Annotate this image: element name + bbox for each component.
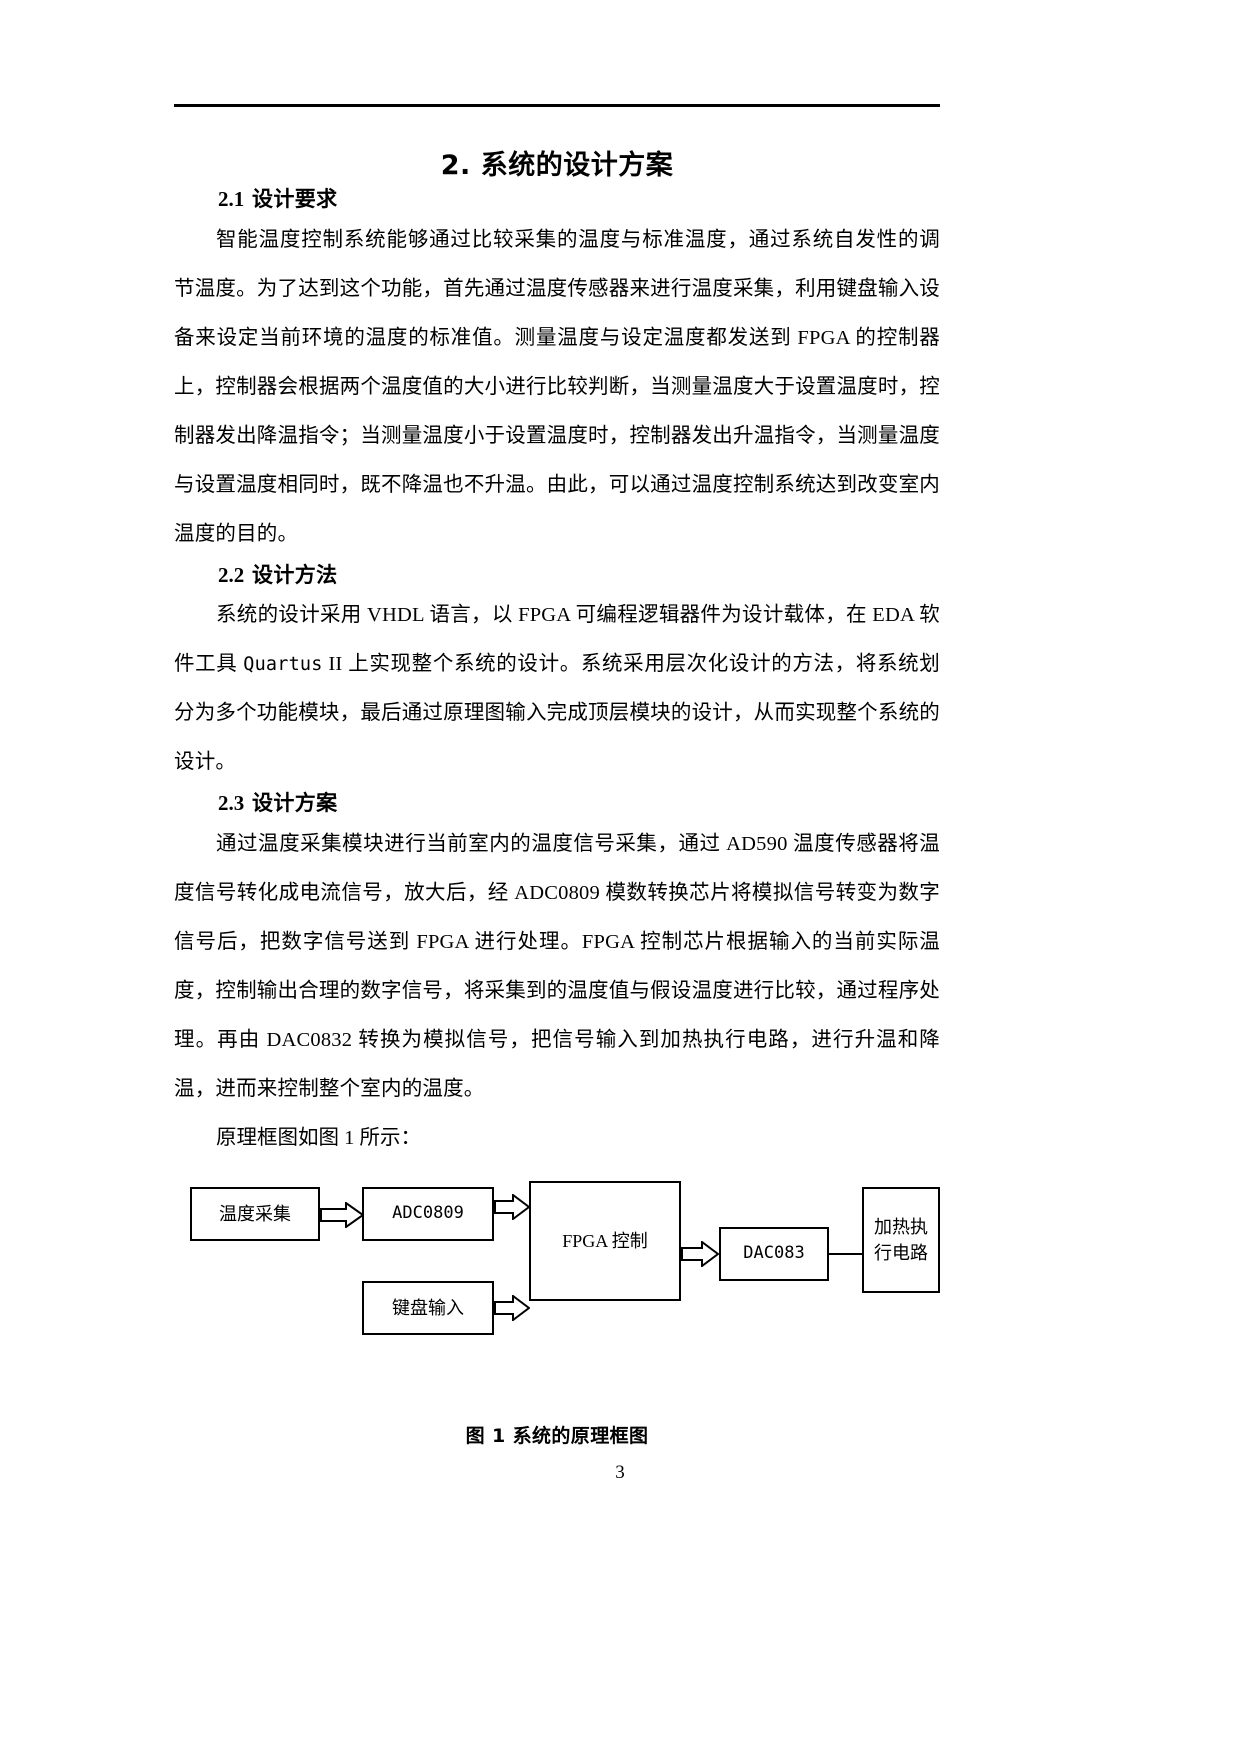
- arrow-adc-to-fpga: [494, 1193, 530, 1220]
- section-title-2-3: 设计方案: [251, 791, 338, 816]
- header-rule: [174, 104, 940, 107]
- section-heading-2-2: 2.2 设计方法: [174, 559, 940, 592]
- connector-dac-to-heating: [829, 1247, 863, 1261]
- page-number: 3: [615, 1462, 625, 1483]
- page-content: 2. 系统的设计方案 2.1 设计要求 智能温度控制系统能够通过比较采集的温度与…: [174, 122, 940, 1448]
- block-diagram: 温度采集 ADC0809 键盘输入 FPGA 控制 DAC083 加热执 行电路: [174, 1180, 940, 1367]
- term-fpga: FPGA: [581, 930, 635, 953]
- para-text: 上实现整个系统的设计。系统采用层次化设计的方法，将系统划分为多个功能模块，最后通…: [174, 653, 940, 774]
- section-heading-2-1: 2.1 设计要求: [174, 183, 940, 216]
- para-text: 控制芯片根据输入的当前实际温度，控制输出合理的数字信号，将采集到的温度值与假设温…: [174, 930, 941, 1051]
- para-text: 转换为模拟信号，把信号输入到加热执行电路，进行升温和降温，进而来控制整个室内的温…: [174, 1028, 940, 1100]
- term-adc0809: ADC0809: [514, 881, 600, 904]
- term-dac0832: DAC0832: [266, 1028, 353, 1051]
- arrow-temperature-to-adc: [320, 1201, 364, 1228]
- section-heading-2-3: 2.3 设计方案: [174, 787, 940, 820]
- para-text: 模数转换芯片将模拟信号转变为数字信号后，把数字信号送到: [174, 881, 940, 953]
- diagram-box-adc0809: ADC0809: [362, 1186, 494, 1241]
- arrow-keyboard-to-fpga: [494, 1294, 530, 1321]
- para-text: 的控制器上，控制器会根据两个温度值的大小进行比较判断，当测量温度大于设置温度时，…: [174, 326, 941, 545]
- arrow-fpga-to-dac: [681, 1240, 719, 1267]
- section-number-2-2: 2.2: [218, 562, 245, 587]
- term-vhdl: VHDL: [367, 604, 425, 627]
- box-label-line2: 行电路: [874, 1242, 928, 1263]
- paragraph-2-3: 通过温度采集模块进行当前室内的温度信号采集，通过 AD590 温度传感器将温度信…: [174, 820, 940, 1114]
- box-label-line1: 加热执: [874, 1216, 928, 1237]
- para-text: 软件工具: [174, 604, 941, 676]
- box-label: DAC083: [743, 1243, 805, 1264]
- term-fpga: FPGA: [416, 930, 469, 953]
- section-number-2-3: 2.3: [218, 791, 245, 816]
- term-fpga: FPGA: [797, 326, 850, 349]
- para-text: 智能温度控制系统能够通过比较采集的温度与标准温度，通过系统自发性的调节温度。为了…: [174, 228, 940, 349]
- box-label: 加热执 行电路: [874, 1214, 928, 1266]
- section-title-2-1: 设计要求: [251, 187, 338, 212]
- section-number-2-1: 2.1: [218, 187, 245, 212]
- term-fpga: FPGA: [518, 604, 571, 627]
- para-text: 进行处理。: [468, 930, 582, 953]
- para-text: 语言，以: [424, 604, 519, 627]
- para-text: 温度传感器将温度信号转化成电流信号，放大后，经: [174, 832, 940, 904]
- term-quartus: Quartus: [243, 654, 323, 676]
- para-text: 通过温度采集模块进行当前室内的温度信号采集，通过: [216, 832, 727, 855]
- box-label: 键盘输入: [392, 1297, 464, 1318]
- page-title: 2. 系统的设计方案: [440, 150, 674, 181]
- term-eda: EDA: [872, 604, 914, 627]
- figure-lead-in: 原理框图如图 1 所示：: [216, 1126, 421, 1149]
- figure-caption: 图 1 系统的原理框图: [465, 1424, 649, 1447]
- term-quartus-version: II: [328, 653, 343, 676]
- paragraph-2-2: 系统的设计采用 VHDL 语言，以 FPGA 可编程逻辑器件为设计载体，在 ED…: [174, 591, 940, 787]
- box-label: FPGA 控制: [562, 1230, 648, 1251]
- diagram-box-fpga-control: FPGA 控制: [529, 1180, 681, 1301]
- diagram-box-keyboard-input: 键盘输入: [362, 1280, 494, 1335]
- term-ad590: AD590: [726, 832, 788, 855]
- diagram-box-temperature-acquisition: 温度采集: [190, 1186, 320, 1241]
- diagram-box-dac083: DAC083: [719, 1226, 829, 1281]
- para-text: 可编程逻辑器件为设计载体，在: [570, 604, 873, 627]
- para-text: 系统的设计采用: [216, 604, 368, 627]
- diagram-box-heating-circuit: 加热执 行电路: [862, 1186, 940, 1293]
- section-title-2-2: 设计方法: [251, 562, 338, 587]
- box-label: ADC0809: [392, 1203, 464, 1224]
- paragraph-2-1: 智能温度控制系统能够通过比较采集的温度与标准温度，通过系统自发性的调节温度。为了…: [174, 216, 940, 559]
- box-label: 温度采集: [219, 1203, 291, 1224]
